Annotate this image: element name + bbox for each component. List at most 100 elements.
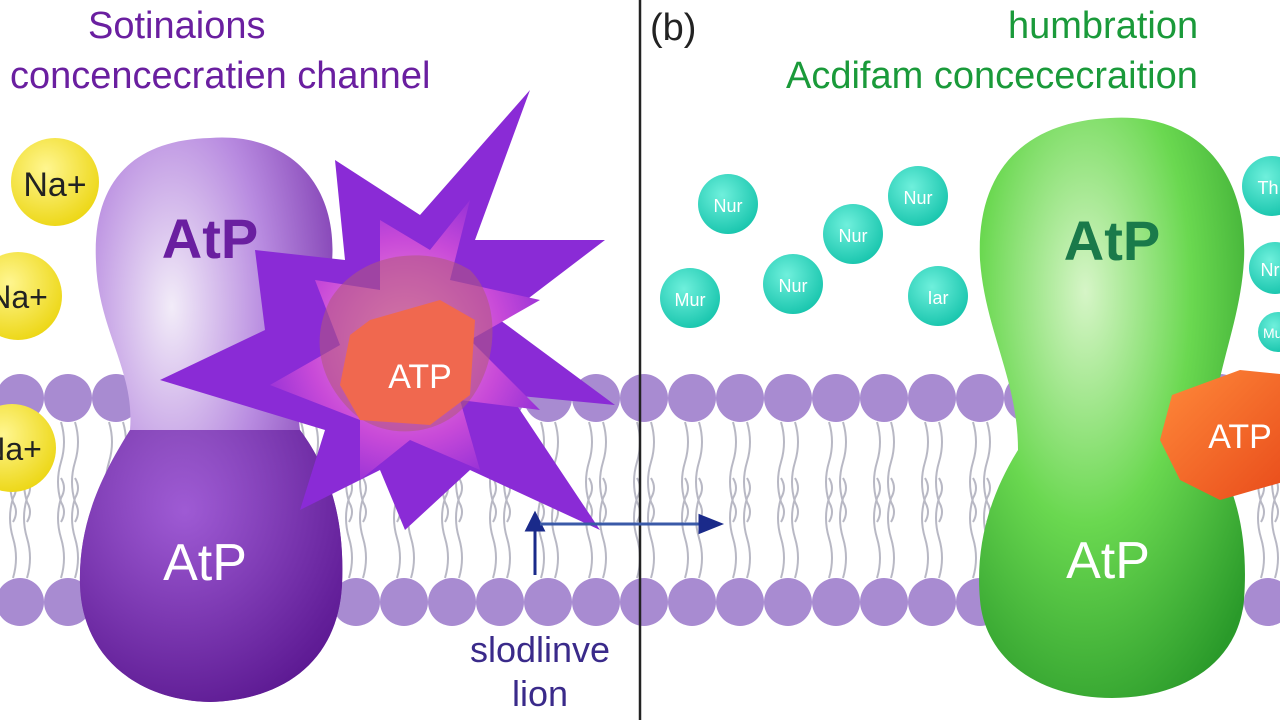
teal-ion: Nur [698,174,758,234]
lipid-tail [71,421,79,523]
lipid-tail [359,477,367,579]
svg-text:Na+: Na+ [0,279,48,315]
lipid-head [860,374,908,422]
sodium-ion: Na+ [11,138,99,226]
lipid-head [668,374,716,422]
lipid-tail [969,477,977,579]
lipid-head [332,578,380,626]
lipid-tail [1257,477,1265,579]
teal-ion: Mur [660,268,720,328]
protein-b-bottom-label: AtP [1066,532,1150,590]
lipid-tail [455,477,463,579]
bottom-label-line1: slodlinve [469,629,611,670]
panel-b-group: AtP AtP ATP Nur Nur Nur Nur [660,117,1280,699]
svg-text:Nur: Nur [903,188,932,208]
teal-ion: Iar [908,266,968,326]
lipid-head [860,578,908,626]
lipid-tail [743,477,751,579]
lipid-head [764,374,812,422]
lipid-tail [873,477,881,579]
lipid-tail [825,421,833,523]
lipid-tail [873,421,881,523]
lipid-head [764,578,812,626]
protein-a-bottom-label: AtP [163,534,247,592]
lipid-head [44,578,92,626]
lipid-head [524,578,572,626]
svg-text:Nr: Nr [1261,260,1280,280]
lipid-head [812,374,860,422]
lipid-tail [71,477,79,579]
lipid-tail [681,421,689,523]
svg-text:Mur: Mur [675,290,706,310]
panel-b-title-line2: Acdifam concececraition [786,55,1198,97]
lipid-head [620,578,668,626]
protein-b-top-label: AtP [1064,209,1160,272]
panel-b-label: (b) [650,7,697,49]
svg-text:Mur: Mur [1263,325,1280,341]
lipid-tail [695,477,703,579]
lipid-head [572,578,620,626]
lipid-head [812,578,860,626]
teal-ion: Nur [763,254,823,314]
sodium-ion: Na+ [0,404,56,492]
bottom-label-line2: lion [511,673,569,714]
lipid-tail [887,421,895,523]
svg-text:Nur: Nur [778,276,807,296]
lipid-head [620,374,668,422]
lipid-tail [743,421,751,523]
lipid-tail [825,477,833,579]
lipid-head [428,578,476,626]
purple-protein-lower-lobe [79,430,343,702]
panel-a-title-line2: concencecratien channel [10,55,431,97]
lipid-tail [935,421,943,523]
lipid-tail [585,421,593,523]
lipid-tail [887,477,895,579]
atp-chunk-a-label: ATP [388,358,452,396]
lipid-head [716,578,764,626]
lipid-head [380,578,428,626]
lipid-tail [777,477,785,579]
atp-chunk-b-label: ATP [1208,418,1272,456]
lipid-tail [969,421,977,523]
atp-chunk-a [340,300,475,425]
lipid-tail [921,477,929,579]
svg-text:Th: Th [1257,178,1278,198]
svg-text:Nur: Nur [838,226,867,246]
svg-text:Na+: Na+ [23,166,86,204]
lipid-head [956,374,1004,422]
lipid-head [668,578,716,626]
lipid-tail [681,477,689,579]
teal-ion: Nr [1249,242,1280,294]
lipid-tail [921,421,929,523]
transport-arrow [524,510,725,575]
lipid-head [908,374,956,422]
lipid-head [716,374,764,422]
lipid-tail [345,477,353,579]
lipid-tail [729,477,737,579]
lipid-tail [777,421,785,523]
lipid-tail [599,477,607,579]
lipid-tail [599,421,607,523]
lipid-tail [839,421,847,523]
atp-chunk-b [1160,370,1280,500]
lipid-head [44,374,92,422]
lipid-tail [1271,477,1279,579]
lipid-tail [695,421,703,523]
sodium-ion: Na+ [0,252,62,340]
teal-ion: Th [1242,156,1280,216]
svg-text:Iar: Iar [927,288,948,308]
lipid-tail [57,421,65,523]
protein-a-top-label: AtP [162,207,258,270]
lipid-tail [57,477,65,579]
lipid-tail [935,477,943,579]
teal-ion: Nur [823,204,883,264]
lipid-head [0,578,44,626]
green-channel-protein [979,117,1245,699]
panel-a-group: ATP AtP AtP Na+ Na+ Na+ [0,90,725,702]
lipid-tail [791,421,799,523]
lipid-head [1244,578,1280,626]
lipid-tail [647,477,655,579]
lipid-tail [489,477,497,579]
